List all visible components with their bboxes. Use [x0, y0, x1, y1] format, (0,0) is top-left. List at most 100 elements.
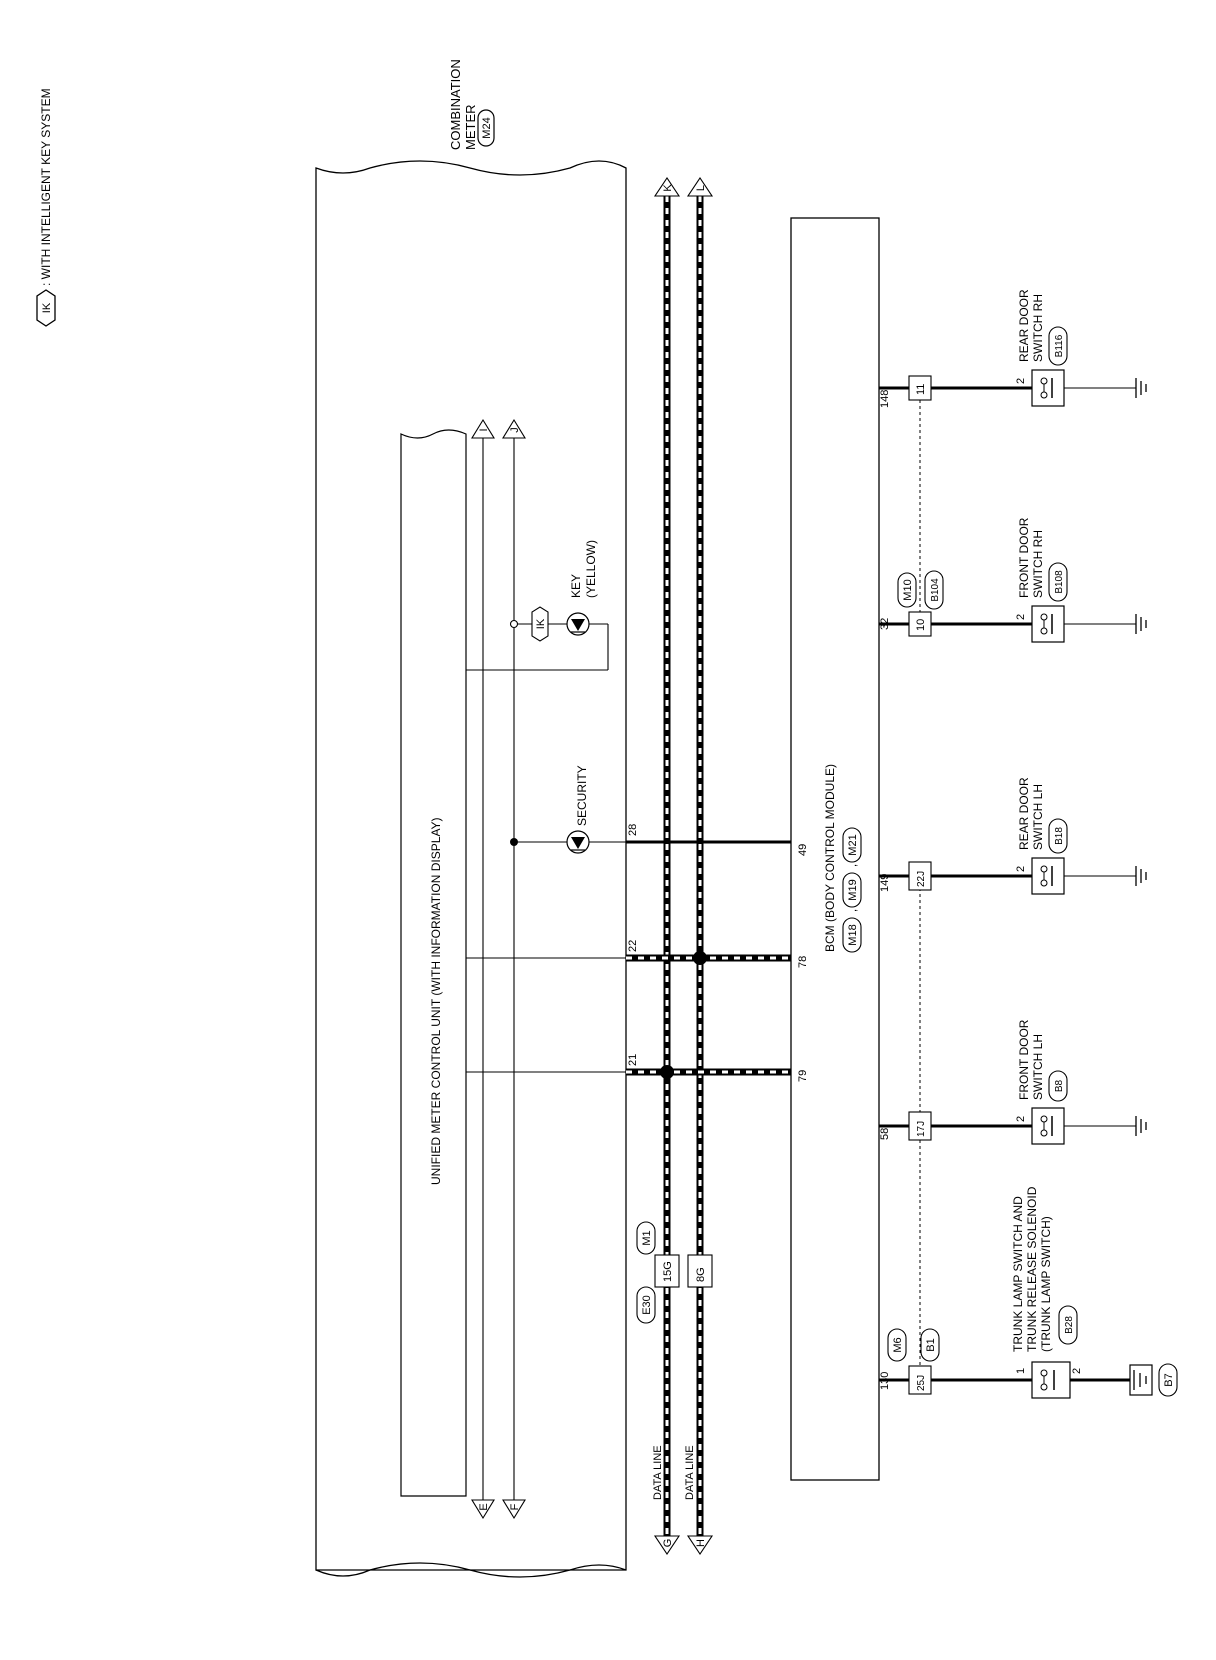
inline-connector-11-label: 11	[915, 384, 927, 395]
switch-front-rh-line2: SWITCH RH	[1031, 530, 1045, 598]
bcm-terminal-49: 49	[797, 844, 809, 856]
switch-rear-lh-connector: B18	[1054, 827, 1065, 845]
offpage-J-label: J	[509, 427, 521, 433]
meter-terminal-22: 22	[627, 940, 639, 952]
ik-tag-label: IK	[535, 618, 547, 629]
ik-tag: IK	[531, 606, 549, 642]
inline-connector-17J-label: 17J	[916, 1121, 927, 1137]
combination-meter-label: COMBINATION METER M24	[448, 59, 495, 151]
switch-rear-rh-line2: SWITCH RH	[1031, 294, 1045, 362]
legend-text: : WITH INTELLIGENT KEY SYSTEM	[39, 88, 53, 286]
bcm-box	[790, 217, 880, 1481]
tag-m10: M10	[897, 572, 917, 608]
switch-rear-door-rh: 2 REAR DOOR SWITCH RH B116	[1015, 289, 1147, 407]
tag-b104: B104	[924, 570, 944, 610]
connector-m24-shape	[477, 109, 495, 147]
offpage-I: I	[471, 418, 495, 439]
switch-rear-rh-line1: REAR DOOR	[1017, 289, 1031, 362]
legend: IK : WITH INTELLIGENT KEY SYSTEM	[36, 88, 56, 327]
legend-ik-tag-shape	[36, 289, 56, 327]
key-indicator-line2: (YELLOW)	[584, 540, 598, 598]
switch-rear-lh-line1: REAR DOOR	[1017, 777, 1031, 850]
switch-front-rh-line1: FRONT DOOR	[1017, 517, 1031, 598]
tag-m10-label: M10	[902, 579, 914, 600]
inline-connector-22J-label: 22J	[916, 871, 927, 887]
inline-connector-22J: 22J	[908, 861, 932, 891]
key-indicator-icon	[566, 612, 590, 636]
connector-m24: M24	[481, 117, 493, 138]
switch-trunk-line2: TRUNK RELEASE SOLENOID	[1025, 1186, 1039, 1352]
tag-b1-label: B1	[925, 1338, 937, 1351]
joint-pin-8G: 8G	[695, 1267, 707, 1282]
switch-front-door-rh: 2 FRONT DOOR SWITCH RH B108	[1015, 517, 1147, 643]
bcm-connector-sep2: ,	[847, 864, 859, 867]
security-junction	[510, 838, 518, 846]
bcm-connector-m18: M18	[847, 924, 859, 945]
offpage-F: F	[502, 1499, 526, 1520]
switch-trunk-line1: TRUNK LAMP SWITCH AND	[1011, 1196, 1025, 1352]
security-indicator-label: SECURITY	[575, 765, 589, 826]
inline-connector-10: 10	[908, 611, 932, 637]
offpage-K: K	[653, 177, 681, 197]
bcm-pin-149: 149	[879, 874, 891, 892]
bcm-terminal-78: 78	[797, 956, 809, 968]
offpage-I-label: I	[478, 428, 490, 431]
bcm-connector-m21: M21	[847, 834, 859, 855]
bcm-terminal-79: 79	[797, 1070, 809, 1082]
switch-trunk-pin1: 1	[1015, 1368, 1027, 1374]
switch-front-door-lh: 2 FRONT DOOR SWITCH LH B8	[1015, 1019, 1147, 1145]
data-junction-79	[660, 1065, 674, 1079]
offpage-E: E	[471, 1499, 495, 1520]
offpage-H: H	[686, 1535, 714, 1555]
offpage-F-label: F	[509, 1503, 521, 1510]
switch-rear-rh-pin: 2	[1015, 378, 1027, 384]
inline-connector-10-label: 10	[915, 619, 927, 631]
switch-trunk-line3: (TRUNK LAMP SWITCH)	[1039, 1216, 1053, 1352]
unified-meter-box	[400, 429, 467, 1497]
inline-connector-17J: 17J	[908, 1111, 932, 1141]
joint-tag-e30: E30	[641, 1295, 653, 1315]
offpage-G-label: G	[662, 1539, 674, 1548]
key-indicator-line1: KEY	[569, 574, 583, 598]
data-line-label-1: DATA LINE	[652, 1445, 664, 1500]
meter-box-wave-bottom	[315, 1562, 627, 1578]
switch-rear-door-lh: 2 REAR DOOR SWITCH LH B18	[1015, 777, 1147, 895]
offpage-L: L	[686, 177, 714, 197]
bcm-connectors: M18 , M19 , M21	[842, 827, 862, 953]
bcm-label: BCM (BODY CONTROL MODULE)	[823, 764, 837, 952]
tag-m6: M6	[887, 1328, 907, 1362]
switch-front-rh-pin: 2	[1015, 614, 1027, 620]
bcm-connector-sep1: ,	[847, 909, 859, 912]
switch-front-lh-pin: 2	[1015, 1116, 1027, 1122]
combination-meter-box	[315, 160, 627, 1571]
switch-rear-rh-connector: B116	[1054, 334, 1065, 357]
data-junction-78	[693, 951, 707, 965]
ground-b7-label: B7	[1163, 1373, 1175, 1386]
ground-b7: B7	[1129, 1363, 1178, 1397]
joint-tag-m1: M1	[641, 1230, 653, 1245]
meter-terminal-28: 28	[627, 824, 639, 836]
inline-connector-25J-label: 25J	[916, 1375, 927, 1391]
data-line-label-2: DATA LINE	[684, 1445, 696, 1500]
offpage-K-label: K	[662, 184, 674, 192]
switch-rear-lh-pin: 2	[1015, 866, 1027, 872]
combination-meter-line2: METER	[463, 105, 478, 151]
switch-front-lh-line1: FRONT DOOR	[1017, 1019, 1031, 1100]
switch-rear-lh-line2: SWITCH LH	[1031, 784, 1045, 850]
offpage-H-label: H	[695, 1539, 707, 1547]
offpage-G: G	[653, 1535, 681, 1555]
joint-connector: 15G 8G M1 E30	[636, 1221, 713, 1324]
tag-b104-label: B104	[930, 578, 941, 602]
unified-meter-label: UNIFIED METER CONTROL UNIT (WITH INFORMA…	[429, 817, 443, 1185]
combination-meter-line1: COMBINATION	[448, 59, 463, 150]
offpage-J: J	[502, 418, 526, 439]
security-indicator-icon	[566, 830, 590, 854]
offpage-E-label: E	[478, 1503, 490, 1510]
switch-front-lh-connector: B8	[1054, 1079, 1065, 1092]
meter-terminal-21: 21	[627, 1054, 639, 1066]
switch-front-lh-line2: SWITCH LH	[1031, 1034, 1045, 1100]
inline-connector-25J: 25J	[908, 1365, 932, 1395]
legend-ik-tag: IK	[41, 302, 53, 313]
bcm-pin-58: 58	[879, 1128, 891, 1140]
